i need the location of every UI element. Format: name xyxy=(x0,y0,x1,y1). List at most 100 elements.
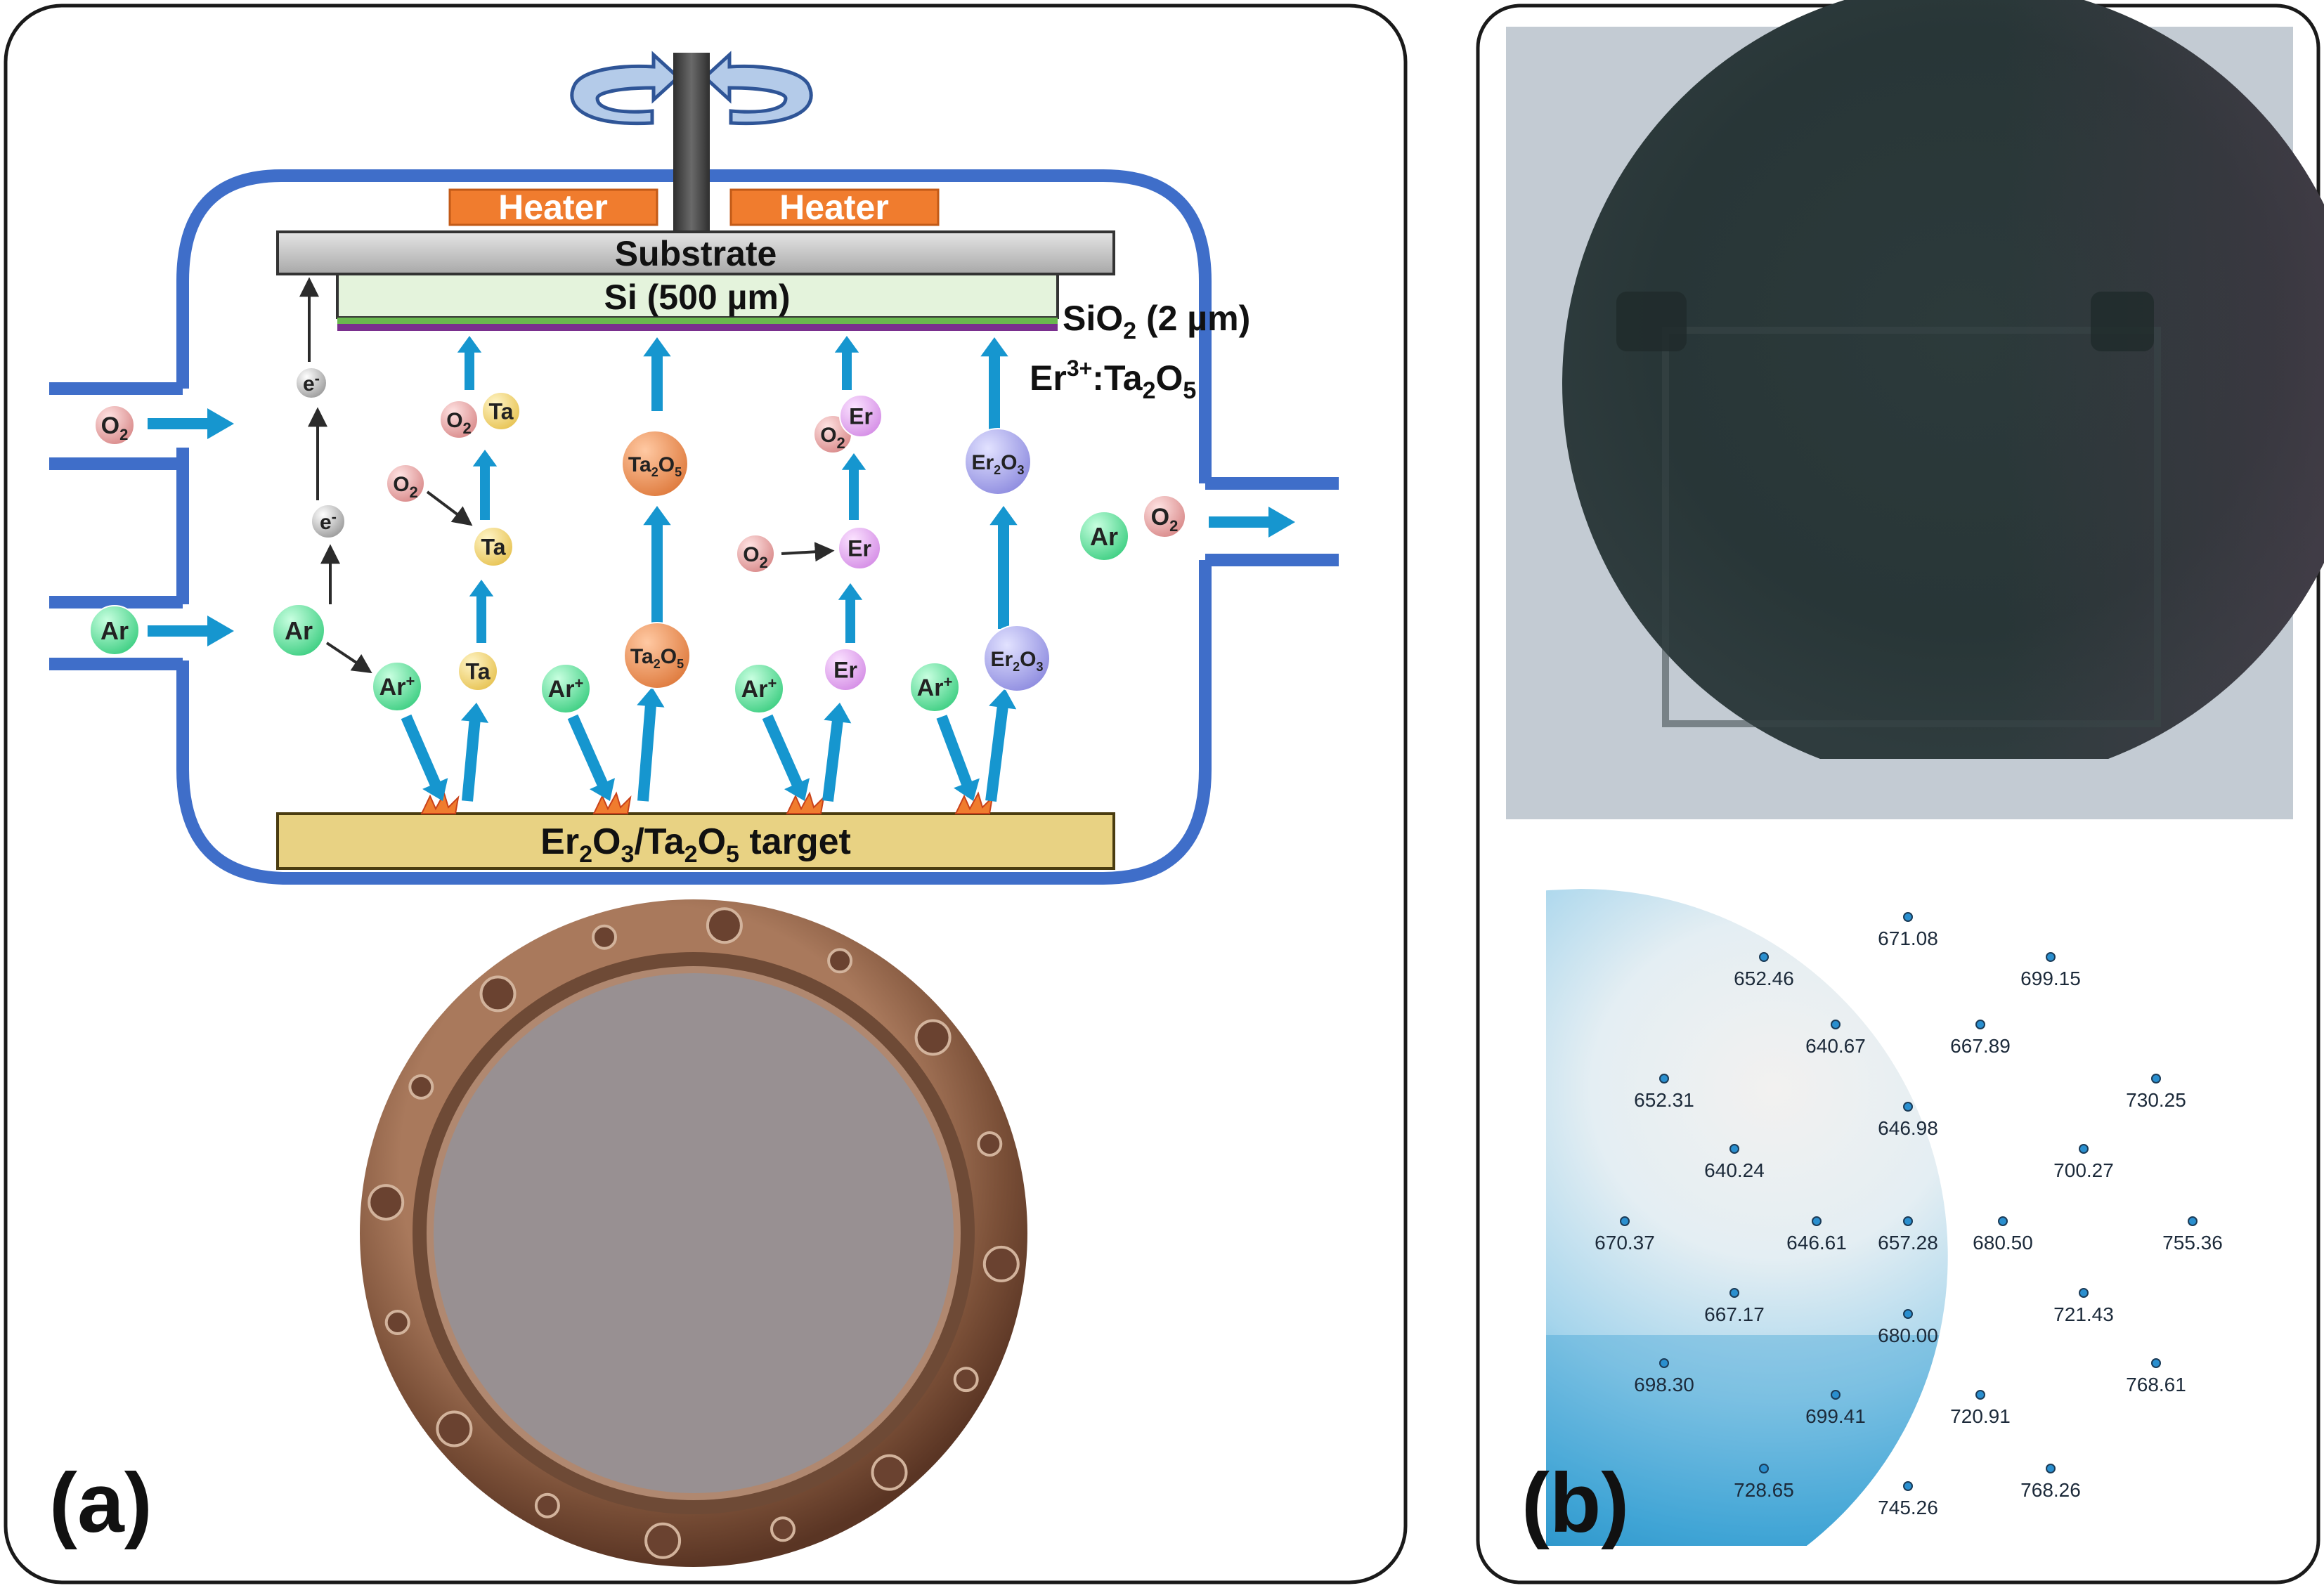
o2-molecule: O2 xyxy=(386,464,425,503)
map-value-label: 698.30 xyxy=(1634,1374,1694,1395)
o2-molecule: O2 xyxy=(94,405,135,445)
map-point: 646.98 xyxy=(1878,1102,1938,1139)
ar-ion: Ar+ xyxy=(372,661,422,712)
panel-b-label: (b) xyxy=(1521,1456,1629,1550)
map-value-label: 667.89 xyxy=(1950,1035,2011,1057)
map-value-label: 652.31 xyxy=(1634,1089,1694,1111)
map-value-label: 640.67 xyxy=(1805,1035,1866,1057)
flow-arrow xyxy=(643,506,671,629)
map-value-label: 680.50 xyxy=(1973,1232,2033,1254)
map-value-label: 745.26 xyxy=(1878,1497,1938,1518)
map-value-label: 768.61 xyxy=(2126,1374,2186,1395)
map-value-label: 670.37 xyxy=(1595,1232,1655,1254)
svg-text:Er2O3: Er2O3 xyxy=(990,648,1043,674)
svg-text:O2: O2 xyxy=(101,412,129,443)
map-point: 728.65 xyxy=(1734,1464,1794,1501)
map-value-label: 667.17 xyxy=(1704,1303,1765,1325)
svg-text:Er2O3: Er2O3 xyxy=(971,451,1024,477)
bolt-hole xyxy=(436,1410,473,1447)
electron: e- xyxy=(311,504,346,539)
er-ta2o5-layer xyxy=(337,324,1058,331)
map-point: 652.46 xyxy=(1734,952,1794,989)
svg-text:Ar+: Ar+ xyxy=(741,675,777,703)
map-value-label: 657.28 xyxy=(1878,1232,1938,1254)
bolt-hole xyxy=(982,1245,1020,1282)
er-atom: Er xyxy=(839,394,883,438)
ta-atom: Ta xyxy=(481,391,521,431)
map-value-label: 728.65 xyxy=(1734,1479,1794,1501)
svg-text:Ar+: Ar+ xyxy=(548,675,584,703)
rotation-arrows-icon xyxy=(570,51,813,126)
map-point: 640.67 xyxy=(1805,1020,1866,1057)
bolt-hole xyxy=(384,1310,410,1335)
flow-arrow xyxy=(936,715,980,801)
heater-left xyxy=(448,188,658,226)
si-layer-label: Si (500 µm) xyxy=(604,278,790,317)
bolt-hole xyxy=(770,1516,796,1542)
map-point: 646.61 xyxy=(1786,1216,1847,1254)
flow-arrow xyxy=(834,336,859,390)
map-value-label: 699.41 xyxy=(1805,1405,1866,1427)
svg-text:Ta: Ta xyxy=(481,535,506,560)
svg-text:e-: e- xyxy=(303,370,320,396)
map-value-label: 720.91 xyxy=(1950,1405,2011,1427)
bolt-hole xyxy=(479,975,517,1013)
map-value-label: 671.08 xyxy=(1878,928,1938,949)
map-point: 640.24 xyxy=(1704,1144,1765,1181)
map-value-label: 652.46 xyxy=(1734,968,1794,989)
er2o3-molecule: Er2O3 xyxy=(964,428,1032,495)
flow-arrow xyxy=(460,703,489,802)
substrate-label: Substrate xyxy=(615,234,777,273)
svg-text:O2: O2 xyxy=(393,473,418,501)
map-point: 745.26 xyxy=(1878,1481,1938,1518)
o2-molecule: O2 xyxy=(736,534,775,573)
flow-arrow xyxy=(980,337,1008,436)
sputter-spark-icons xyxy=(420,791,994,814)
ar-ion: Ar+ xyxy=(734,663,784,714)
map-point: 667.17 xyxy=(1704,1288,1765,1325)
flow-arrow xyxy=(401,714,448,801)
er-atom: Er xyxy=(824,648,867,691)
bolt-hole xyxy=(977,1131,1003,1157)
map-value-label: 768.26 xyxy=(2020,1479,2081,1501)
target-flange-photo xyxy=(360,899,1027,1567)
particles: O2Are-e-ArO2TaO2TaAr+TaTa2O5Ta2O5Ar+O2Er… xyxy=(89,367,1186,714)
map-value-label: 700.27 xyxy=(2053,1159,2114,1181)
bolt-hole xyxy=(368,1184,405,1221)
ta-atom: Ta xyxy=(473,526,514,567)
svg-text:Ar: Ar xyxy=(1090,522,1118,551)
bolt-hole xyxy=(408,1074,434,1100)
reaction-arrow xyxy=(781,542,835,562)
panel-a-label: (a) xyxy=(49,1456,152,1550)
map-point: 768.61 xyxy=(2126,1358,2186,1395)
o2-molecule: O2 xyxy=(439,400,479,439)
electron: e- xyxy=(295,367,327,399)
svg-text:Ar: Ar xyxy=(285,616,313,645)
svg-text:O2: O2 xyxy=(446,409,472,437)
bolt-hole xyxy=(827,948,853,974)
map-point: 698.30 xyxy=(1634,1358,1694,1395)
sputter-target xyxy=(276,812,1115,870)
flow-arrow xyxy=(989,506,1018,629)
svg-text:Er: Er xyxy=(848,536,871,561)
map-point: 680.50 xyxy=(1973,1216,2033,1254)
svg-text:Ar: Ar xyxy=(100,616,129,645)
er-atom: Er xyxy=(838,526,881,570)
ta2o5-molecule: Ta2O5 xyxy=(623,622,691,689)
ar-atom: Ar xyxy=(1079,511,1129,561)
svg-text:O2: O2 xyxy=(743,543,768,571)
map-point: 768.26 xyxy=(2020,1464,2081,1501)
map-point: 671.08 xyxy=(1878,912,1938,949)
map-value-label: 640.24 xyxy=(1704,1159,1765,1181)
reaction-arrows xyxy=(299,277,835,674)
bolt-holes xyxy=(368,907,1020,1559)
flow-arrow xyxy=(643,337,671,411)
svg-text:Ta: Ta xyxy=(466,659,491,684)
map-point: 721.43 xyxy=(2053,1288,2114,1325)
svg-text:Er: Er xyxy=(849,404,873,429)
flow-arrow xyxy=(457,336,482,390)
svg-text:e-: e- xyxy=(320,508,337,534)
bolt-hole xyxy=(953,1367,979,1393)
